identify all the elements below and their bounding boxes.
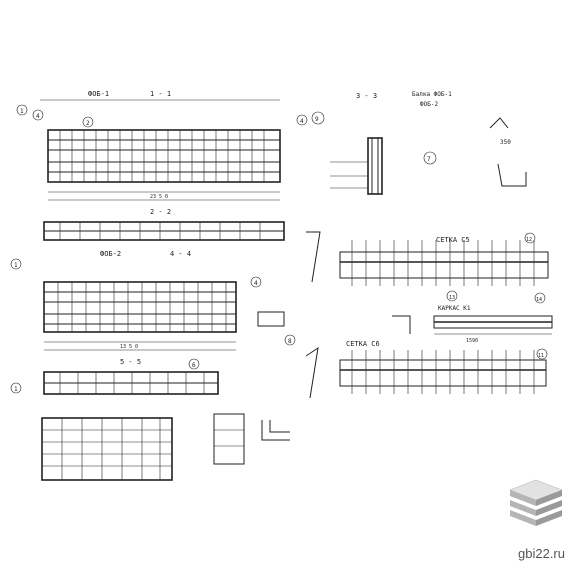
section-5-5-label: 5 - 5	[120, 358, 141, 366]
cage-k1-title: КАРКАС К1	[438, 305, 471, 312]
beam1-title: ФОБ-1	[88, 90, 109, 98]
callout-13: 13	[449, 295, 455, 301]
dim-1590: 1590	[466, 338, 478, 344]
beam-fob1-elevation: ФОБ-1 1 - 1 23 5 0 1 4 2	[16, 90, 308, 201]
dim-350: 350	[500, 139, 511, 146]
dim-total-1: 23 5 0	[150, 194, 168, 200]
section-2-2-label: 2 - 2	[150, 208, 171, 216]
callout-2: 2	[86, 120, 90, 127]
website-watermark: gbi22.ru	[518, 546, 565, 561]
beam2-title: ФОБ-2	[100, 250, 121, 258]
section-3-3-label: 3 - 3	[356, 92, 377, 100]
callout-1c: 1	[14, 386, 18, 393]
callout-1b: 1	[14, 262, 18, 269]
callout-1: 1	[20, 108, 24, 115]
mesh-c6-title: СЕТКА С6	[346, 340, 380, 348]
callout-4b: 4	[300, 118, 304, 125]
bottom-mesh: 1	[10, 382, 173, 481]
mesh-c6: СЕТКА С6 11	[339, 340, 548, 394]
mesh-c5-title: СЕТКА С5	[436, 236, 470, 244]
section-3-3-detail: 3 - 3 Балка ФОБ-1 ФОБ-2 9 7 350	[311, 91, 527, 195]
center-details: 8	[213, 231, 321, 465]
section-1-1-label: 1 - 1	[150, 90, 171, 98]
section-2-2: 2 - 2	[43, 208, 285, 241]
dim-total-2: 13 5 0	[120, 344, 138, 350]
beam-fob2-elevation: ФОБ-2 4 - 4 13 5 0 1 4 6	[10, 250, 262, 370]
section-4-4-label: 4 - 4	[170, 250, 191, 258]
callout-6: 6	[192, 362, 196, 369]
callout-4c: 4	[254, 280, 258, 287]
cage-k1: КАРКАС К1 1590 13 14	[392, 290, 553, 344]
section-3-3-sub1: Балка ФОБ-1	[412, 91, 452, 98]
callout-9: 9	[315, 116, 319, 123]
callout-11: 11	[538, 353, 544, 359]
callout-4: 4	[36, 113, 40, 120]
mesh-c5: СЕТКА С5 12	[339, 232, 549, 286]
section-3-3-sub2: ФОБ-2	[420, 101, 438, 108]
callout-14: 14	[536, 297, 542, 303]
callout-7: 7	[427, 156, 431, 163]
callout-8: 8	[288, 338, 292, 345]
callout-12: 12	[526, 237, 532, 243]
gbi-logo-icon	[509, 479, 563, 526]
section-5-5: 5 - 5	[43, 358, 219, 395]
